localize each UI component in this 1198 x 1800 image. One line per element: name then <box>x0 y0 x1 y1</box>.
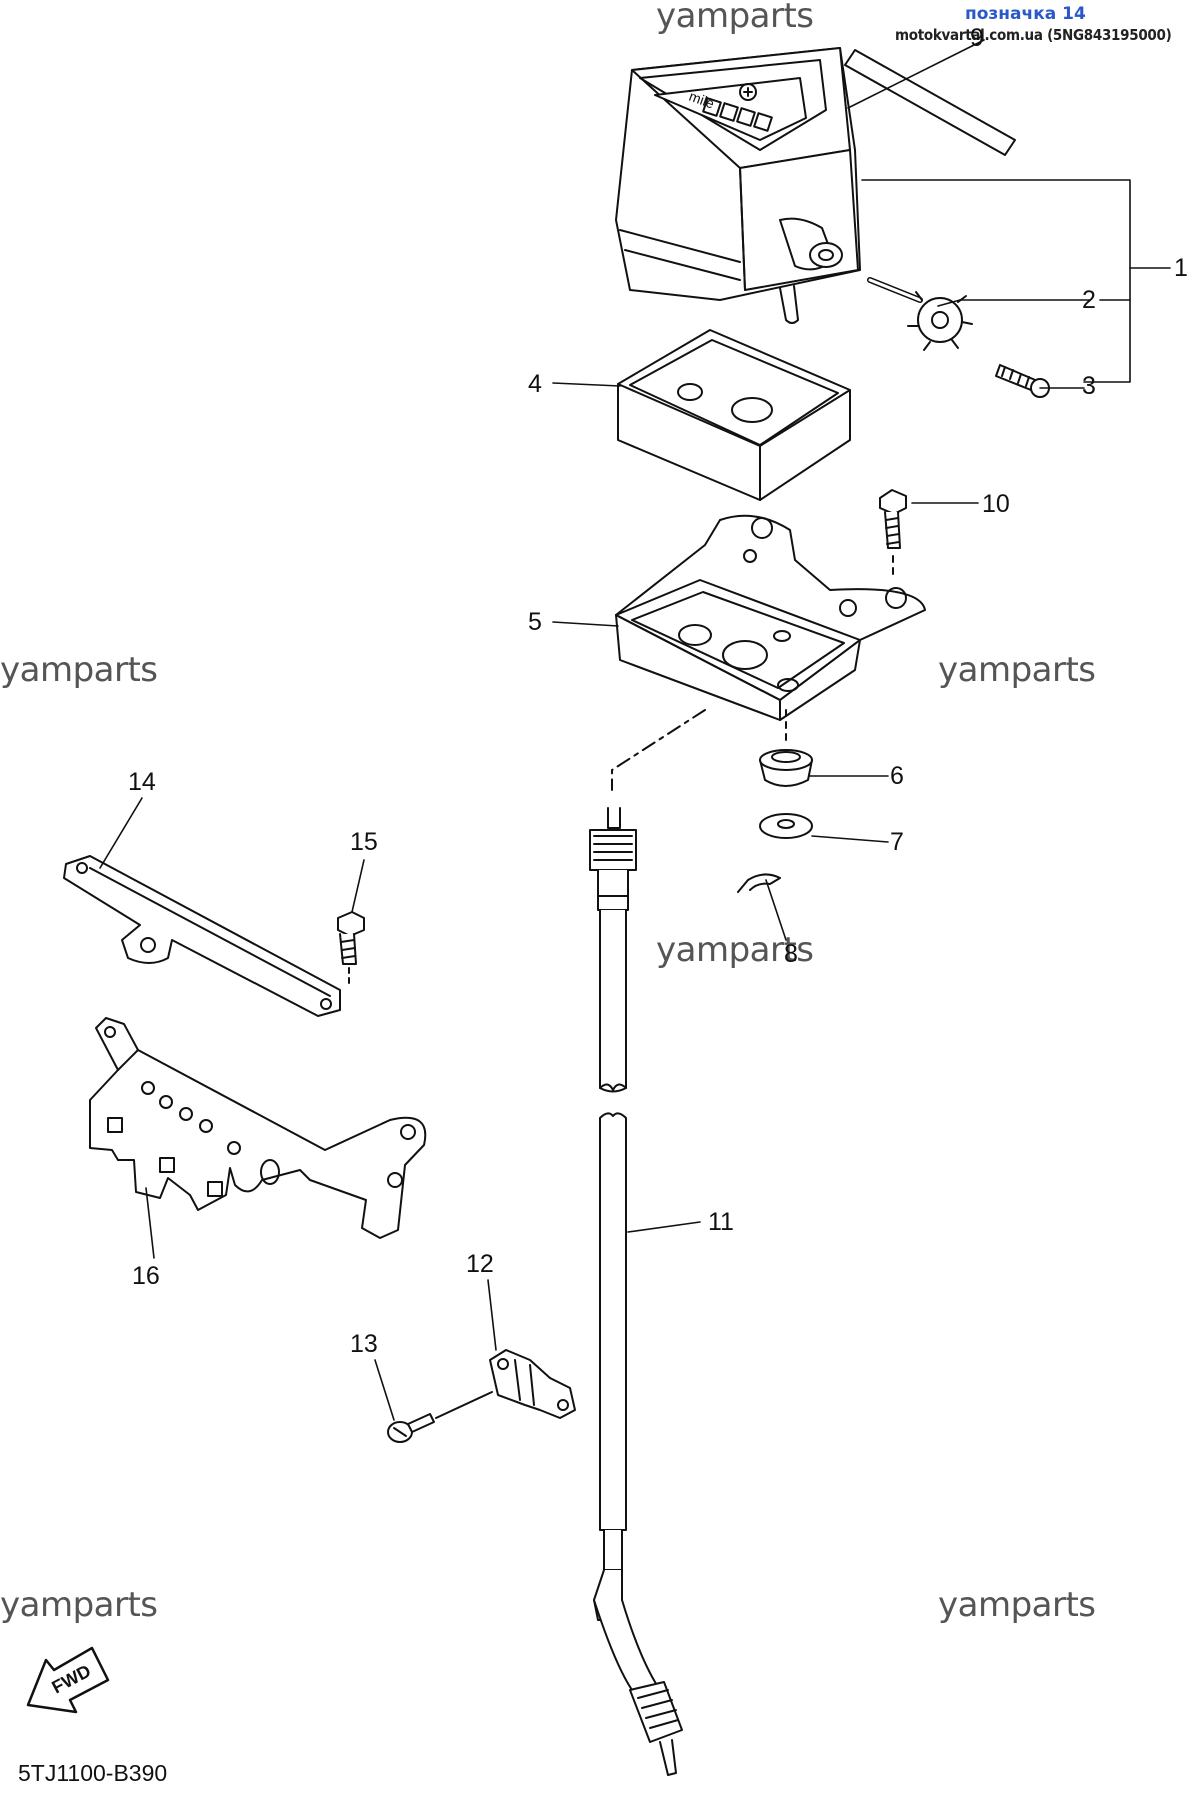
speedometer-unit: mile <box>615 47 861 324</box>
fwd-arrow-icon: FWD <box>26 1646 110 1714</box>
pin-clip <box>737 873 781 893</box>
meter-bracket <box>615 514 926 721</box>
callout-4: 4 <box>528 370 542 398</box>
callout-2: 2 <box>1082 286 1096 314</box>
screw <box>995 364 1050 398</box>
cable-clamp <box>489 1349 576 1419</box>
callout-9: 9 <box>970 24 984 52</box>
label-strip <box>844 49 1016 156</box>
bolt <box>879 489 907 581</box>
stay-plate <box>63 855 341 1017</box>
grommet <box>759 709 813 787</box>
assembly-line <box>611 709 706 791</box>
watermark: yamparts <box>0 650 158 690</box>
indicator-bracket <box>89 1017 427 1239</box>
clamp-screw <box>387 1391 493 1443</box>
diagram-code: 5TJ1100-B390 <box>18 1760 168 1786</box>
watermark: yamparts <box>656 0 814 36</box>
callout-12: 12 <box>466 1250 494 1278</box>
callout-8: 8 <box>784 940 798 968</box>
stay-bolt <box>337 911 365 986</box>
drive-gear <box>867 277 973 351</box>
callout-6: 6 <box>890 762 904 790</box>
speedometer-cable <box>589 807 683 1776</box>
callout-1: 1 <box>1174 254 1188 282</box>
callout-7: 7 <box>890 828 904 856</box>
callout-15: 15 <box>350 828 378 856</box>
callout-10: 10 <box>982 490 1010 518</box>
callout-16: 16 <box>132 1262 160 1290</box>
callout-14: 14 <box>128 768 156 796</box>
callout-5: 5 <box>528 608 542 636</box>
leader-lines <box>99 39 1171 1421</box>
cushion <box>617 329 851 501</box>
watermark: yamparts <box>938 1585 1096 1625</box>
watermark: yamparts <box>0 1585 158 1625</box>
callout-11: 11 <box>708 1208 734 1236</box>
watermark: yamparts <box>938 650 1096 690</box>
callout-13: 13 <box>350 1330 378 1358</box>
source-label: motokvartal.com.ua (5NG843195000) <box>895 26 1172 44</box>
watermark: yamparts <box>656 930 814 970</box>
callout-3: 3 <box>1082 372 1096 400</box>
part-label: позначка 14 <box>965 4 1086 24</box>
washer <box>759 813 813 839</box>
